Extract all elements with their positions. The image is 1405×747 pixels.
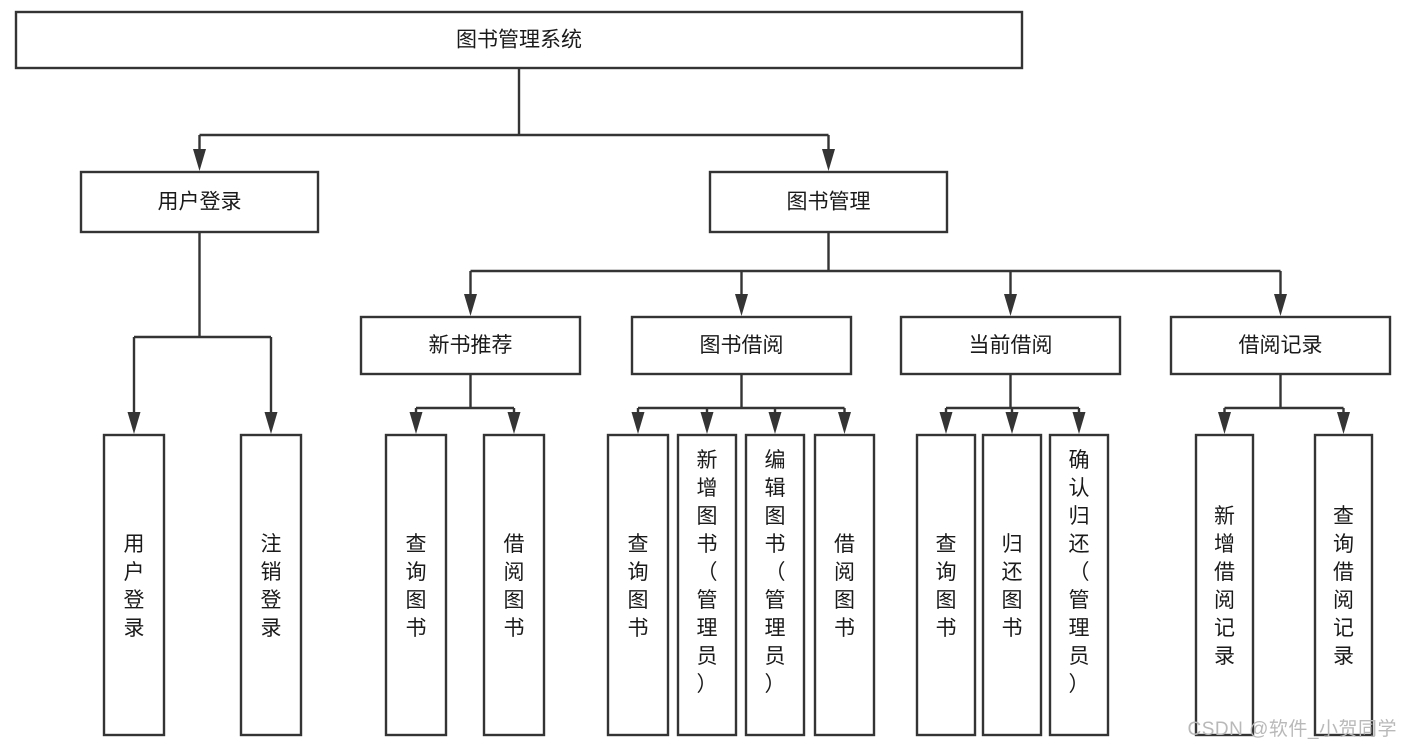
arrow-head-icon [939,412,953,434]
arrow-head-icon [1005,412,1019,434]
node-label: 查询图书 [406,533,427,640]
node-leaf-confirm-return[interactable]: 确认归还（管理员） [1048,433,1110,737]
node-box[interactable] [14,10,1024,70]
node-label: 查询图书 [936,533,957,640]
node-label: 借阅记录 [1239,334,1323,357]
node-box[interactable] [708,170,949,234]
node-leaf-edit-book[interactable]: 编辑图书（管理员） [744,433,806,737]
node-label: 图书借阅 [700,334,784,357]
node-box[interactable] [813,433,876,737]
node-box[interactable] [630,315,853,376]
node-box[interactable] [239,433,303,737]
arrow-head-icon [264,412,278,434]
node-box[interactable] [384,433,448,737]
node-label: 用户登录 [158,191,242,214]
arrow-head-icon [1337,412,1350,434]
node-leaf-borrow-book-1[interactable]: 借阅图书 [482,433,546,737]
node-leaf-query-record[interactable]: 查询借阅记录 [1313,433,1374,737]
arrow-head-icon [193,149,206,171]
arrow-head-icon [838,412,851,434]
node-label: 借阅图书 [834,533,855,640]
node-box[interactable] [915,433,977,737]
node-leaf-query-book-3[interactable]: 查询图书 [915,433,977,737]
node-borrow-record[interactable]: 借阅记录 [1169,315,1392,376]
arrow-head-icon [735,294,748,316]
node-box[interactable] [1194,433,1255,737]
node-label: 图书管理 [787,191,871,214]
node-box[interactable] [1169,315,1392,376]
node-box[interactable] [606,433,670,737]
node-user-login[interactable]: 用户登录 [79,170,320,234]
node-leaf-user-login[interactable]: 用户登录 [102,433,166,737]
node-label: 确认归还（管理员） [1069,449,1090,696]
arrow-head-icon [822,149,835,171]
node-label: 新书推荐 [429,334,513,357]
node-leaf-add-record[interactable]: 新增借阅记录 [1194,433,1255,737]
node-current-borrow[interactable]: 当前借阅 [899,315,1122,376]
node-box[interactable] [899,315,1122,376]
node-root[interactable]: 图书管理系统 [14,10,1024,70]
node-label: 用户登录 [124,533,145,640]
node-leaf-query-book-2[interactable]: 查询图书 [606,433,670,737]
node-leaf-query-book-1[interactable]: 查询图书 [384,433,448,737]
node-label: 新增借阅记录 [1214,505,1235,668]
node-box[interactable] [102,433,166,737]
node-leaf-logout[interactable]: 注销登录 [239,433,303,737]
node-label: 查询图书 [628,533,649,640]
node-label: 归还图书 [1002,533,1023,640]
node-box[interactable] [1048,433,1110,737]
node-box[interactable] [79,170,320,234]
node-leaf-return-book[interactable]: 归还图书 [981,433,1043,737]
node-label: 编辑图书（管理员） [765,449,786,696]
node-book-manage[interactable]: 图书管理 [708,170,949,234]
node-label: 当前借阅 [969,334,1053,357]
arrow-head-icon [1004,294,1017,316]
node-layer: 图书管理系统用户登录图书管理新书推荐图书借阅当前借阅借阅记录用户登录注销登录查询… [14,10,1392,737]
node-box[interactable] [676,433,738,737]
node-label: 图书管理系统 [456,29,582,52]
arrow-head-icon [700,412,714,434]
node-book-borrow[interactable]: 图书借阅 [630,315,853,376]
arrow-head-icon [409,412,423,434]
arrow-head-icon [1274,294,1287,316]
arrow-head-icon [768,412,782,434]
node-box[interactable] [981,433,1043,737]
node-label: 借阅图书 [504,533,525,640]
arrow-head-icon [507,412,521,434]
connector-layer [127,68,1350,434]
node-label: 注销登录 [261,533,282,640]
watermark-label: CSDN @软件_小贺同学 [1187,719,1397,740]
node-box[interactable] [1313,433,1374,737]
node-leaf-borrow-book-2[interactable]: 借阅图书 [813,433,876,737]
node-box[interactable] [744,433,806,737]
arrow-head-icon [1072,412,1086,434]
arrow-head-icon [464,294,477,316]
arrow-head-icon [1218,412,1231,434]
node-label: 新增图书（管理员） [697,449,718,696]
node-box[interactable] [482,433,546,737]
node-new-book-rec[interactable]: 新书推荐 [359,315,582,376]
node-box[interactable] [359,315,582,376]
arrow-head-icon [631,412,645,434]
node-label: 查询借阅记录 [1333,505,1354,668]
arrow-head-icon [127,412,141,434]
node-leaf-add-book[interactable]: 新增图书（管理员） [676,433,738,737]
